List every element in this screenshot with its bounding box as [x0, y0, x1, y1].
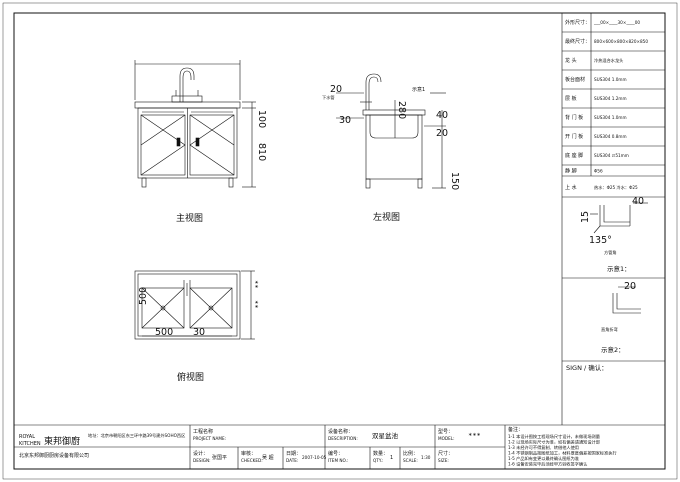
- dim-label: 280: [396, 101, 407, 119]
- spec-value: SUS304 ∅51mm: [594, 153, 629, 158]
- spec-value: 冷热混合水龙头: [594, 57, 623, 64]
- spec-value: SUS304 1.2mm: [594, 96, 627, 101]
- spec-value: 800×600×800×820×850: [594, 39, 648, 44]
- desc-label: 设备名称：: [328, 428, 353, 435]
- spec-label: 层 板: [565, 95, 577, 102]
- spec-label: 板台面材: [565, 76, 585, 83]
- spec-value: 热水：Φ25 冷水：Φ25: [594, 184, 638, 191]
- dim-label: 810: [256, 143, 267, 161]
- desc-label-en: DESCRIPTION:: [328, 436, 358, 441]
- note-line: 1-3 未经许可不得复制、转借他人使用: [508, 444, 579, 451]
- qty-value: 1: [390, 455, 393, 461]
- view-caption: 俯视图: [177, 371, 204, 383]
- scale-value: 1:30: [421, 455, 431, 460]
- spec-label: 背 门 板: [565, 114, 583, 121]
- date-label-en: DATE:: [286, 458, 298, 463]
- notes-title: 备注：: [508, 426, 523, 433]
- detail-sublabel: 方管角: [604, 249, 617, 256]
- note-line: 1-5 产品如有变更以最终确认图纸为准: [508, 455, 579, 462]
- project-label-en: PROJECT NAME:: [193, 436, 226, 441]
- spec-label: 上 水: [565, 184, 577, 191]
- spec-table: 外形尺寸： ___00×____30×____00 最终尺寸： 800×600×…: [561, 13, 665, 425]
- project-label: 工程名称: [193, 428, 213, 435]
- dim-label: ∗∗: [253, 300, 259, 308]
- inner-border: [13, 12, 666, 470]
- scale-label: 比例：: [403, 450, 418, 457]
- spec-label: 开 门 板: [565, 133, 583, 140]
- company-logo-cn: 東邦御廚: [44, 435, 80, 447]
- top-view: ∗∗ ∗∗ 500 500 30 俯视图: [134, 270, 259, 383]
- detail-caption: 示意1：: [607, 264, 631, 273]
- spec-value: Φ56: [594, 169, 603, 174]
- checker-label: 审核：: [241, 450, 256, 457]
- designer-value: 张国平: [212, 454, 227, 461]
- checker-value: 吴 超: [262, 454, 274, 461]
- spec-value: ___00×____30×____00: [593, 20, 640, 25]
- size-label-en: SIZE:: [438, 458, 449, 463]
- spec-value: SUS304 1.0mm: [594, 77, 627, 82]
- sign-label: SIGN / 确认：: [566, 363, 608, 372]
- spec-label: 静 脚: [565, 168, 577, 175]
- qty-label-en: QTY.:: [373, 458, 383, 463]
- detail-1-drawing: 40 15 135° 方管角 示意1：: [580, 196, 648, 273]
- model-value: ∗∗∗: [468, 432, 481, 438]
- dim-label: 135°: [589, 235, 612, 246]
- note-line: 1-2 以现场实际尺寸为准，如有偏差请通知设计部: [508, 439, 600, 446]
- item-label: 编号：: [328, 450, 343, 457]
- model-label: 型号：: [438, 428, 453, 435]
- detail-2-drawing: 20 直角折弯 示意2：: [601, 281, 641, 354]
- note-line: 1-1 本设计图按工程现场尺寸设计，未做现场测量: [508, 433, 600, 440]
- dim-label: 150: [449, 172, 460, 190]
- side-view: 20 下水管 30 示意1 40 20 280 150 左视图: [322, 73, 460, 223]
- checker-label-en: CHECKED:: [241, 458, 263, 463]
- spec-label: 底 座 脚: [565, 152, 583, 159]
- dim-label: 20: [436, 128, 448, 139]
- title-block: ROYAL KITCHEN 東邦御廚 地址：北京市朝阳区东三环中路39号建外SO…: [14, 424, 665, 469]
- qty-label: 数量：: [373, 450, 388, 457]
- dim-label: 40: [436, 110, 448, 121]
- date-label: 日期：: [286, 451, 301, 457]
- model-label-en: MODEL:: [438, 436, 455, 441]
- view-caption: 左视图: [373, 211, 400, 223]
- scale-label-en: SCALE:: [403, 458, 418, 463]
- company-en-1: ROYAL: [19, 434, 35, 440]
- company-address: 地址：北京市朝阳区东三环中路39号建外SOHO西区: [88, 432, 185, 439]
- item-label-en: ITEM NO.:: [328, 458, 348, 463]
- spec-label: 最终尺寸：: [565, 38, 590, 45]
- spec-label: 外形尺寸：: [565, 19, 590, 26]
- dim-label: 500: [155, 327, 173, 338]
- spec-value: SUS304 0.8mm: [594, 134, 627, 139]
- size-label: 尺寸：: [438, 450, 453, 457]
- dim-label: 30: [339, 115, 351, 126]
- company-full-name: 北京东邦御厨厨房设备有限公司: [19, 452, 89, 459]
- date-value: 2007-10-05: [302, 455, 327, 460]
- designer-label-en: DESIGN:: [193, 458, 211, 463]
- designer-label: 设计：: [193, 450, 208, 457]
- dim-label: 40: [632, 196, 644, 207]
- dim-label: ∗∗: [253, 280, 259, 288]
- dim-label: 15: [580, 211, 591, 223]
- company-en-2: KITCHEN: [19, 441, 41, 447]
- spec-value: SUS304 1.0mm: [594, 115, 627, 120]
- view-caption: 主视图: [176, 212, 203, 224]
- dim-label: 20: [624, 281, 636, 292]
- dim-label: 30: [193, 327, 205, 338]
- front-view: 100 810 主视图: [134, 60, 267, 224]
- note-line: 1-6 设备安装完毕后须经甲方验收签字确认: [508, 461, 588, 468]
- note-line: 1-4 不锈钢制品按图纸加工，材料厚度偏差按国家标准执行: [508, 450, 617, 457]
- dim-label: 20: [330, 84, 342, 95]
- annotation: 下水管: [322, 94, 335, 101]
- dim-label: 500: [138, 287, 149, 305]
- annotation: 示意1: [412, 86, 425, 93]
- dim-label: 100: [256, 110, 267, 128]
- desc-value: 双星盆池: [372, 431, 399, 440]
- detail-caption: 示意2：: [601, 345, 625, 354]
- spec-label: 龙 头: [565, 57, 577, 64]
- detail-sublabel: 直角折弯: [601, 326, 618, 333]
